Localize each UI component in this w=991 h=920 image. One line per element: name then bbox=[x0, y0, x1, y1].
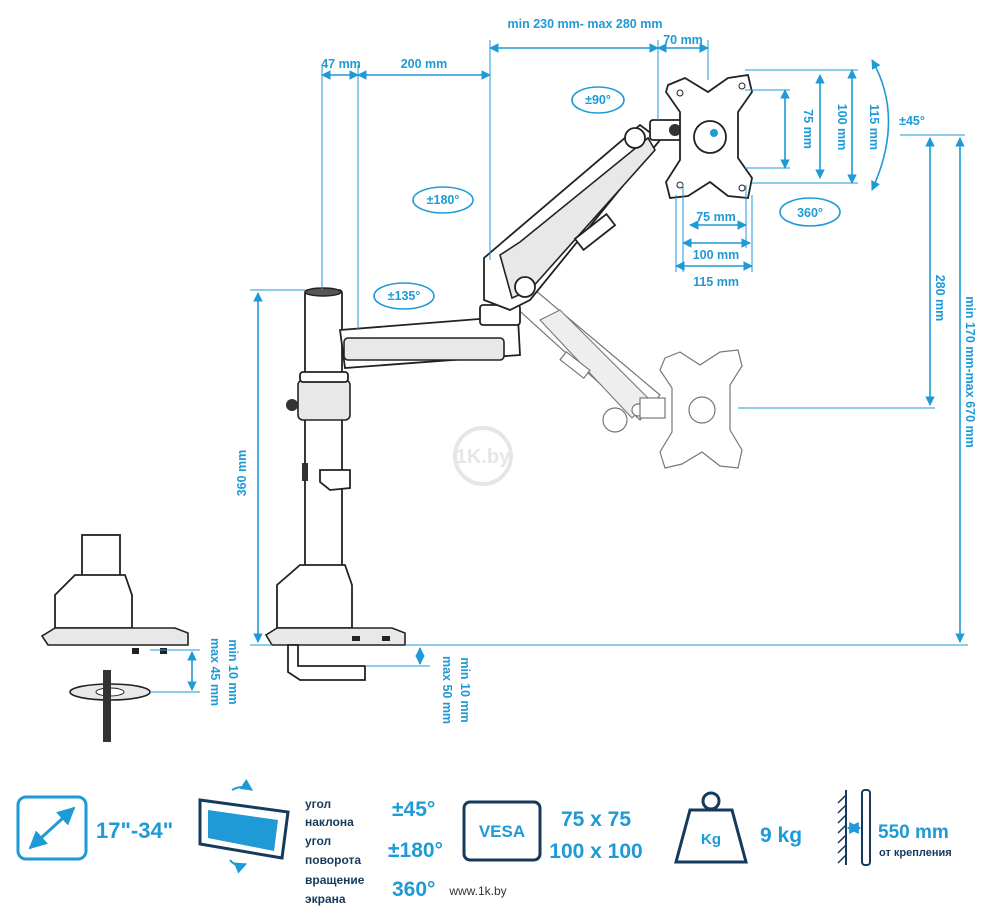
vesa-icon bbox=[462, 800, 542, 862]
dim-70: 70 mm bbox=[663, 33, 703, 47]
dim-vert-75: 75 mm bbox=[801, 109, 815, 149]
rotate-value: 360° bbox=[392, 878, 435, 901]
watermark-logo: 1K.by bbox=[453, 426, 513, 486]
dim-pole-height: 360 mm bbox=[235, 450, 249, 497]
rot-tilt-45: ±45° bbox=[899, 114, 925, 128]
rotate-label-1: вращение bbox=[305, 873, 365, 887]
rotation-indicators: ±90° ±180° ±135° ±45° 360° bbox=[373, 59, 925, 310]
distance-subtitle: от крепления bbox=[879, 847, 952, 859]
tilt-label-2: наклона bbox=[305, 815, 354, 829]
rot-pan-90: ±90° bbox=[585, 93, 611, 107]
dim-arm-height: 280 mm bbox=[933, 275, 947, 322]
swivel-label-1: угол bbox=[305, 834, 331, 848]
dimension-labels: min 230 mm- max 280 mm 70 mm 47 mm 200 m… bbox=[208, 17, 977, 724]
dim-horiz-100: 100 mm bbox=[693, 248, 740, 262]
dim-47: 47 mm bbox=[321, 57, 361, 71]
dim-reach-range: min 230 mm- max 280 mm bbox=[508, 17, 663, 31]
dim-200: 200 mm bbox=[401, 57, 448, 71]
monitor-arm bbox=[264, 73, 753, 681]
rot-pan-180: ±180° bbox=[427, 193, 460, 207]
vesa-badge: VESA bbox=[479, 822, 525, 841]
clamp-side-view bbox=[40, 534, 189, 742]
weight-value: 9 kg bbox=[760, 824, 802, 847]
dim-clamp-left-max: max 45 mm bbox=[208, 638, 222, 706]
weight-icon bbox=[674, 791, 748, 864]
dim-clamp-right-min: min 10 mm bbox=[458, 657, 472, 722]
dim-vert-115: 115 mm bbox=[867, 104, 881, 150]
swivel-value: ±180° bbox=[388, 839, 443, 862]
dim-vert-100: 100 mm bbox=[835, 104, 849, 151]
tilt-monitor-icon bbox=[198, 779, 290, 874]
site-url: www.1k.by bbox=[448, 884, 506, 898]
dim-total-height: min 170 mm-max 670 mm bbox=[963, 296, 977, 447]
vesa-75: 75 x 75 bbox=[561, 808, 631, 831]
vesa-100: 100 x 100 bbox=[549, 840, 642, 863]
screen-size-icon bbox=[16, 795, 88, 861]
dim-horiz-115: 115 mm bbox=[693, 275, 739, 289]
dim-clamp-left-min: min 10 mm bbox=[226, 639, 240, 704]
arm-lowered-ghost bbox=[512, 289, 743, 469]
dim-clamp-right-max: max 50 mm bbox=[440, 656, 454, 724]
distance-value: 550 mm bbox=[878, 822, 949, 843]
weight-badge: Kg bbox=[701, 831, 721, 848]
rot-360: 360° bbox=[797, 206, 823, 220]
specs-bar: 17"-34" угол наклона угол поворота враще… bbox=[16, 779, 952, 906]
rotate-label-2: экрана bbox=[305, 892, 346, 906]
tilt-label-1: угол bbox=[305, 797, 331, 811]
dim-horiz-75: 75 mm bbox=[696, 210, 736, 224]
svg-text:1K.by: 1K.by bbox=[456, 446, 511, 468]
screen-size: 17"-34" bbox=[96, 818, 173, 843]
swivel-label-2: поворота bbox=[305, 853, 361, 867]
dimension-lines bbox=[150, 40, 968, 693]
rot-pan-135: ±135° bbox=[388, 289, 421, 303]
tilt-value: ±45° bbox=[392, 798, 435, 821]
wall-distance-icon bbox=[837, 789, 871, 866]
